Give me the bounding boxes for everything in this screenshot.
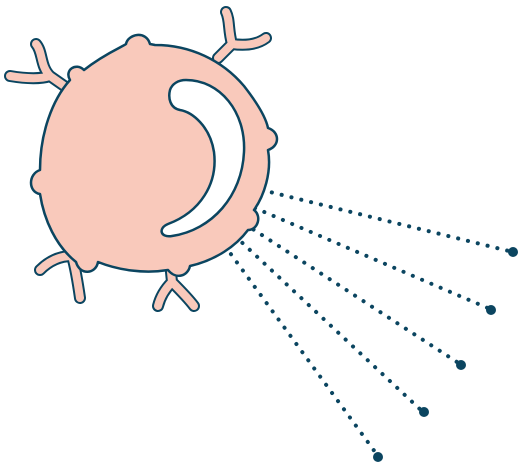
dotted-ray	[235, 236, 423, 412]
ray-end-dot	[373, 452, 383, 462]
ray-end-dot	[486, 305, 496, 315]
dotted-ray	[255, 208, 490, 309]
dotted-ray	[262, 190, 513, 252]
dotted-rays	[225, 190, 513, 456]
ray-end-dot	[456, 360, 466, 370]
ray-end-dot	[508, 247, 518, 257]
ray-end-dot	[419, 407, 429, 417]
dotted-ray	[225, 246, 378, 456]
dotted-ray	[245, 224, 460, 364]
ray-endpoints	[373, 247, 518, 462]
